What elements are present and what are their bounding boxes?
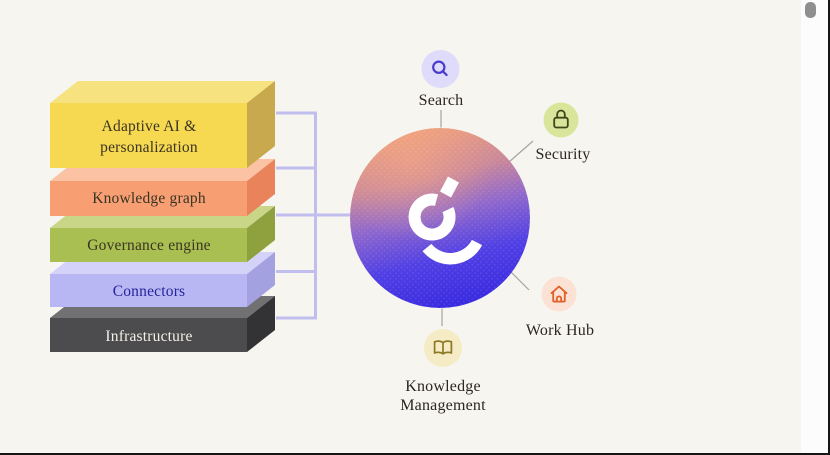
open-book-icon — [433, 340, 453, 355]
layer-side-face — [247, 206, 275, 262]
hub-circle — [350, 128, 530, 308]
node-icons — [432, 60, 569, 355]
layer-front-face — [50, 228, 247, 262]
stack-label-infrastructure: Infrastructure — [105, 328, 193, 345]
magnifier-icon — [432, 60, 448, 77]
search-chip — [421, 50, 460, 88]
layer-front-face — [50, 103, 247, 168]
stack-label-knowledge-graph: Knowledge graph — [92, 190, 206, 207]
padlock-icon — [553, 109, 569, 129]
layer-front-face — [50, 181, 247, 216]
security-chip — [543, 102, 579, 138]
stack-label-governance: Governance engine — [87, 237, 211, 254]
search-label: Search — [418, 92, 464, 109]
window-right-edge — [828, 0, 830, 455]
stack-layer-knowledge-graph — [50, 159, 275, 216]
layer-side-face — [247, 81, 275, 168]
knowledge-management-label: Knowledge Management — [400, 378, 486, 414]
work-hub-chip — [541, 276, 577, 312]
spoke-work-hub — [509, 270, 530, 291]
spoke-security — [508, 140, 534, 163]
layer-front-face — [50, 318, 247, 352]
stack-layer-adaptive-ai — [50, 81, 275, 168]
window-bottom-edge — [0, 453, 830, 455]
hub-spokes — [440, 110, 534, 326]
layer-front-face — [50, 274, 247, 307]
layer-side-face — [247, 159, 275, 216]
layer-side-face — [247, 296, 275, 352]
hub-halftone-texture — [350, 128, 530, 308]
scrollbar-track[interactable] — [801, 0, 830, 455]
layer-top-face — [50, 81, 275, 103]
stack-label-adaptive-ai: Adaptive AI & personalization — [100, 118, 198, 156]
glean-logo-tab — [439, 176, 460, 198]
glean-logo — [408, 176, 483, 265]
stack-label-connectors: Connectors — [112, 283, 186, 300]
glean-logo-smile — [422, 239, 483, 265]
security-label: Security — [535, 146, 591, 163]
layer-side-face — [247, 252, 275, 307]
home-icon — [550, 285, 568, 303]
stack — [50, 81, 275, 352]
glean-logo-ring — [408, 193, 456, 241]
scrollbar-thumb[interactable] — [805, 2, 816, 18]
connector-lines — [276, 111, 351, 320]
work-hub-label: Work Hub — [525, 322, 595, 339]
